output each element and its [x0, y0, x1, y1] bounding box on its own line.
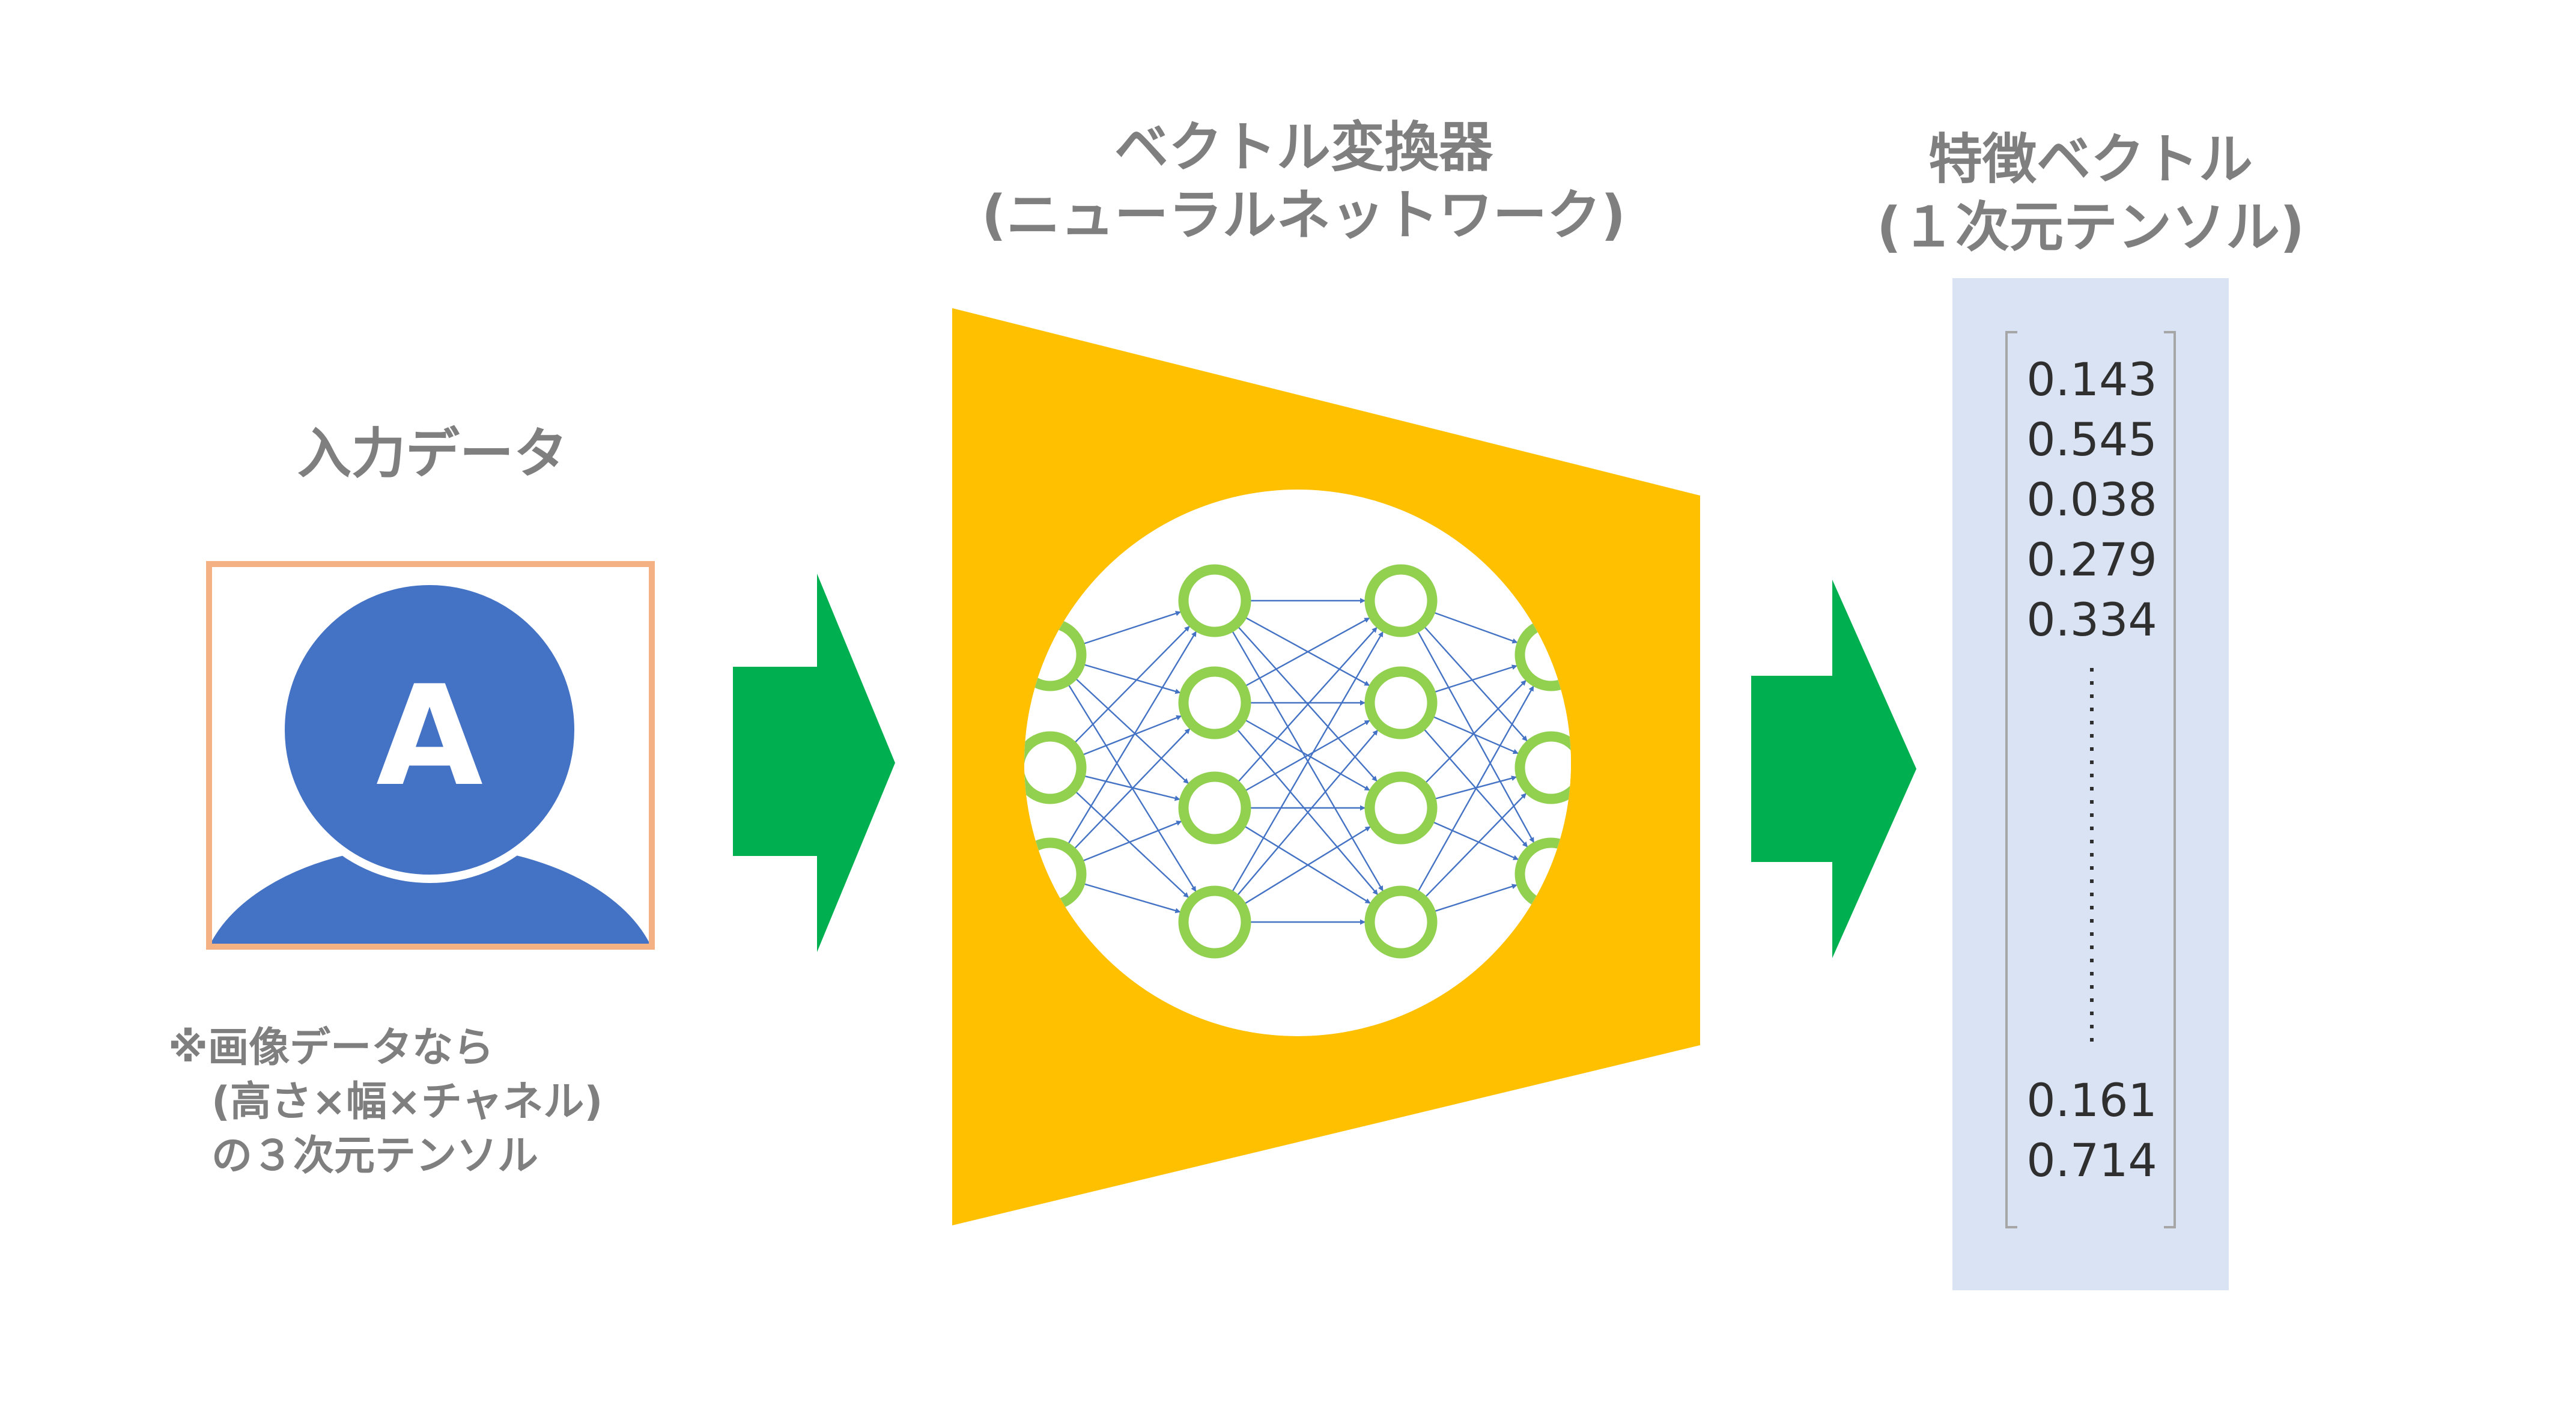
vector-value: 0.143: [2026, 353, 2157, 406]
left-bracket: [2005, 331, 2017, 1228]
arrow-right-icon: [1751, 580, 1916, 958]
input-note-line2: (高さ×幅×チャネル): [211, 1078, 603, 1126]
vector-converter-title-line2: (ニューラルネットワーク): [981, 183, 1626, 247]
nn-node: [1514, 731, 1571, 804]
nn-edge: [1083, 883, 1181, 914]
nn-edge: [1236, 729, 1379, 896]
nn-edge: [1082, 715, 1182, 756]
vector-value: 0.161: [2026, 1073, 2157, 1127]
nn-edge: [1075, 791, 1189, 898]
neural-network-icon: [1024, 564, 1571, 959]
nn-edge: [1083, 664, 1181, 694]
nn-edge: [1244, 720, 1370, 792]
feature-vector-panel: 0.143 0.545 0.038 0.279 0.334 0.161 0.714: [1952, 278, 2229, 1290]
nn-node: [1364, 885, 1438, 959]
nn-edge: [1237, 627, 1378, 783]
nn-edge: [1075, 678, 1189, 784]
avatar-letter: A: [376, 657, 483, 817]
nn-edge: [1083, 610, 1181, 645]
nn-edge: [1434, 775, 1517, 800]
vector-converter-title: ベクトル変換器 (ニューラルネットワーク): [853, 114, 1754, 249]
nn-edge: [1432, 821, 1519, 860]
feature-vector-title: 特徴ベクトル (１次元テンソル): [1826, 126, 2355, 261]
input-image: A: [206, 561, 655, 950]
nn-edge: [1433, 611, 1518, 644]
right-bracket: [2164, 331, 2176, 1228]
nn-edge: [1084, 775, 1180, 801]
nn-node: [1178, 666, 1251, 739]
input-note: ※画像データなら (高さ×幅×チャネル) の３次元テンソル: [168, 1021, 603, 1183]
nn-edge: [1417, 685, 1534, 893]
vector-value: 0.279: [2026, 533, 2157, 586]
nn-edge: [1067, 631, 1197, 845]
nn-edge: [1423, 626, 1528, 742]
input-note-line1: ※画像データなら: [168, 1024, 494, 1072]
avatar-head: [276, 577, 583, 883]
input-data-title: 入力データ: [297, 422, 568, 485]
nn-node: [1178, 771, 1251, 845]
input-note-line3: の３次元テンソル: [211, 1132, 539, 1180]
nn-edge: [1232, 631, 1384, 893]
nn-edge: [1082, 821, 1182, 862]
nn-node: [1178, 564, 1251, 637]
feature-vector-title-line1: 特徴ベクトル: [1928, 128, 2253, 191]
feature-vector-background: [1952, 278, 2229, 1290]
nn-edge: [1244, 826, 1371, 905]
nn-node: [1178, 885, 1251, 959]
nn-edge: [1245, 617, 1370, 687]
neural-network-circle: [1024, 490, 1571, 1036]
vector-value: 0.038: [2026, 473, 2157, 526]
nn-node: [1364, 564, 1438, 637]
feature-vector-title-line2: (１次元テンソル): [1876, 195, 2305, 259]
nn-edge: [1433, 884, 1517, 912]
vector-converter-title-line1: ベクトル変換器: [1114, 116, 1493, 179]
nn-node: [1024, 731, 1087, 804]
nn-edge: [1424, 793, 1527, 898]
avatar-body: [212, 837, 649, 944]
nn-node: [1364, 771, 1438, 845]
feature-vector-values: 0.143 0.545 0.038 0.279 0.334 0.161 0.714: [2026, 353, 2157, 1187]
nn-edge: [1424, 680, 1526, 784]
nn-edge: [1074, 728, 1191, 850]
nn-edge: [1074, 625, 1190, 744]
vector-value: 0.545: [2026, 413, 2157, 466]
nn-edge: [1417, 631, 1535, 843]
avatar-icon: [212, 577, 649, 944]
nn-edge: [1432, 715, 1519, 754]
nn-edge: [1433, 664, 1517, 693]
vector-value: 0.334: [2026, 593, 2157, 646]
vector-value: 0.714: [2026, 1133, 2157, 1187]
nn-node: [1364, 666, 1438, 739]
arrow-right-icon: [733, 574, 895, 952]
